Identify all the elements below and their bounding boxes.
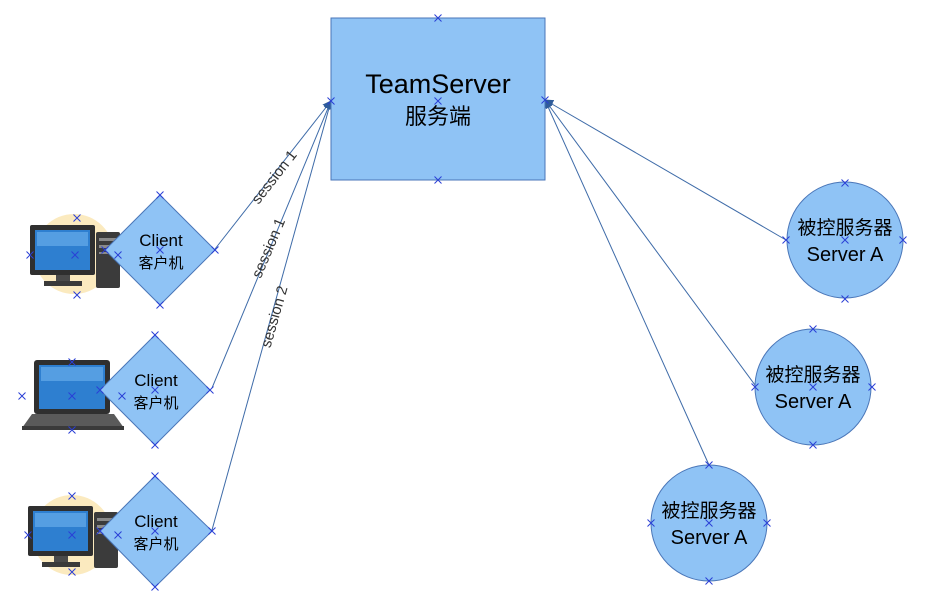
connection-point-marker <box>68 492 76 500</box>
edge-client1-to-teamserver <box>214 100 332 250</box>
connection-point-marker <box>151 331 159 339</box>
connection-point-marker <box>96 527 104 535</box>
connection-point-marker <box>705 461 713 469</box>
desktop-computer-icon <box>28 506 118 568</box>
connection-point-marker <box>68 358 76 366</box>
edge-client3-to-teamserver <box>211 100 334 531</box>
connection-point-marker <box>868 383 876 391</box>
server-sublabel: Server A <box>671 527 748 549</box>
connection-point-marker <box>841 236 849 244</box>
connection-point-marker <box>751 383 759 391</box>
connection-point-marker <box>114 251 122 259</box>
connection-point-marker <box>68 426 76 434</box>
edge-serverA3-to-teamserver <box>544 99 710 466</box>
connection-point-marker <box>211 246 219 254</box>
connection-point-marker <box>809 441 817 449</box>
client-node-1[interactable]: Client 客户机 <box>30 194 216 306</box>
client-label: Client <box>139 231 183 250</box>
connection-point-marker <box>96 386 104 394</box>
connection-point-marker <box>434 97 442 105</box>
teamserver-title: TeamServer <box>365 69 511 99</box>
server-label: 被控服务器 <box>765 364 860 386</box>
client-node-2[interactable]: Client 客户机 <box>22 334 211 446</box>
connection-point-marker <box>206 386 214 394</box>
teamserver-node[interactable]: TeamServer 服务端 <box>330 17 546 181</box>
connection-point-marker <box>899 236 907 244</box>
connection-point-marker <box>73 214 81 222</box>
client-node-3[interactable]: Client 客户机 <box>28 475 213 588</box>
connection-point-marker <box>151 386 159 394</box>
client-sublabel: 客户机 <box>133 536 178 553</box>
connection-point-marker <box>18 392 26 400</box>
server-label: 被控服务器 <box>797 217 892 239</box>
connection-point-marker <box>763 519 771 527</box>
edge-serverA1-to-teamserver <box>544 99 787 241</box>
connection-point-marker <box>24 531 32 539</box>
connection-point-marker <box>68 568 76 576</box>
connection-point-marker <box>73 291 81 299</box>
server-sublabel: Server A <box>775 391 852 413</box>
teamserver-subtitle: 服务端 <box>405 104 471 129</box>
edge-client2-to-teamserver <box>211 100 333 389</box>
session-label-1: session 1 <box>248 147 300 207</box>
connection-point-marker <box>327 97 335 105</box>
connection-point-marker <box>647 519 655 527</box>
connection-point-marker <box>26 251 34 259</box>
connection-point-marker <box>841 295 849 303</box>
connection-point-marker <box>541 96 549 104</box>
connection-point-marker <box>156 301 164 309</box>
connection-point-marker <box>156 191 164 199</box>
connection-point-marker <box>809 383 817 391</box>
connection-point-marker <box>151 583 159 591</box>
connection-point-marker <box>68 531 76 539</box>
connection-point-marker <box>101 246 109 254</box>
session-label-2: session 1 <box>249 216 289 281</box>
connection-point-marker <box>705 577 713 585</box>
connection-markers <box>18 14 907 591</box>
connection-point-marker <box>156 246 164 254</box>
connection-point-marker <box>208 527 216 535</box>
session-label-3: session 2 <box>258 284 292 350</box>
client-sublabel: 客户机 <box>138 255 183 272</box>
teamserver-box <box>330 17 546 181</box>
connection-point-marker <box>434 14 442 22</box>
edge-serverA2-to-teamserver <box>544 99 756 386</box>
connection-point-marker <box>151 472 159 480</box>
desktop-computer-icon <box>30 225 120 288</box>
connection-point-marker <box>114 531 122 539</box>
connection-point-marker <box>68 392 76 400</box>
connection-point-marker <box>782 236 790 244</box>
connection-point-marker <box>118 392 126 400</box>
session-labels: session 1 session 1 session 2 <box>248 147 300 350</box>
client-sublabel: 客户机 <box>133 395 178 412</box>
connection-point-marker <box>841 179 849 187</box>
server-sublabel: Server A <box>807 244 884 266</box>
client-label: Client <box>134 512 178 531</box>
laptop-computer-icon <box>22 360 124 430</box>
edges <box>211 99 787 531</box>
connection-point-marker <box>705 519 713 527</box>
connection-point-marker <box>434 176 442 184</box>
connection-point-marker <box>71 251 79 259</box>
connection-point-marker <box>809 325 817 333</box>
server-label: 被控服务器 <box>661 500 756 522</box>
client-label: Client <box>134 371 178 390</box>
connection-point-marker <box>151 441 159 449</box>
connection-point-marker <box>151 527 159 535</box>
